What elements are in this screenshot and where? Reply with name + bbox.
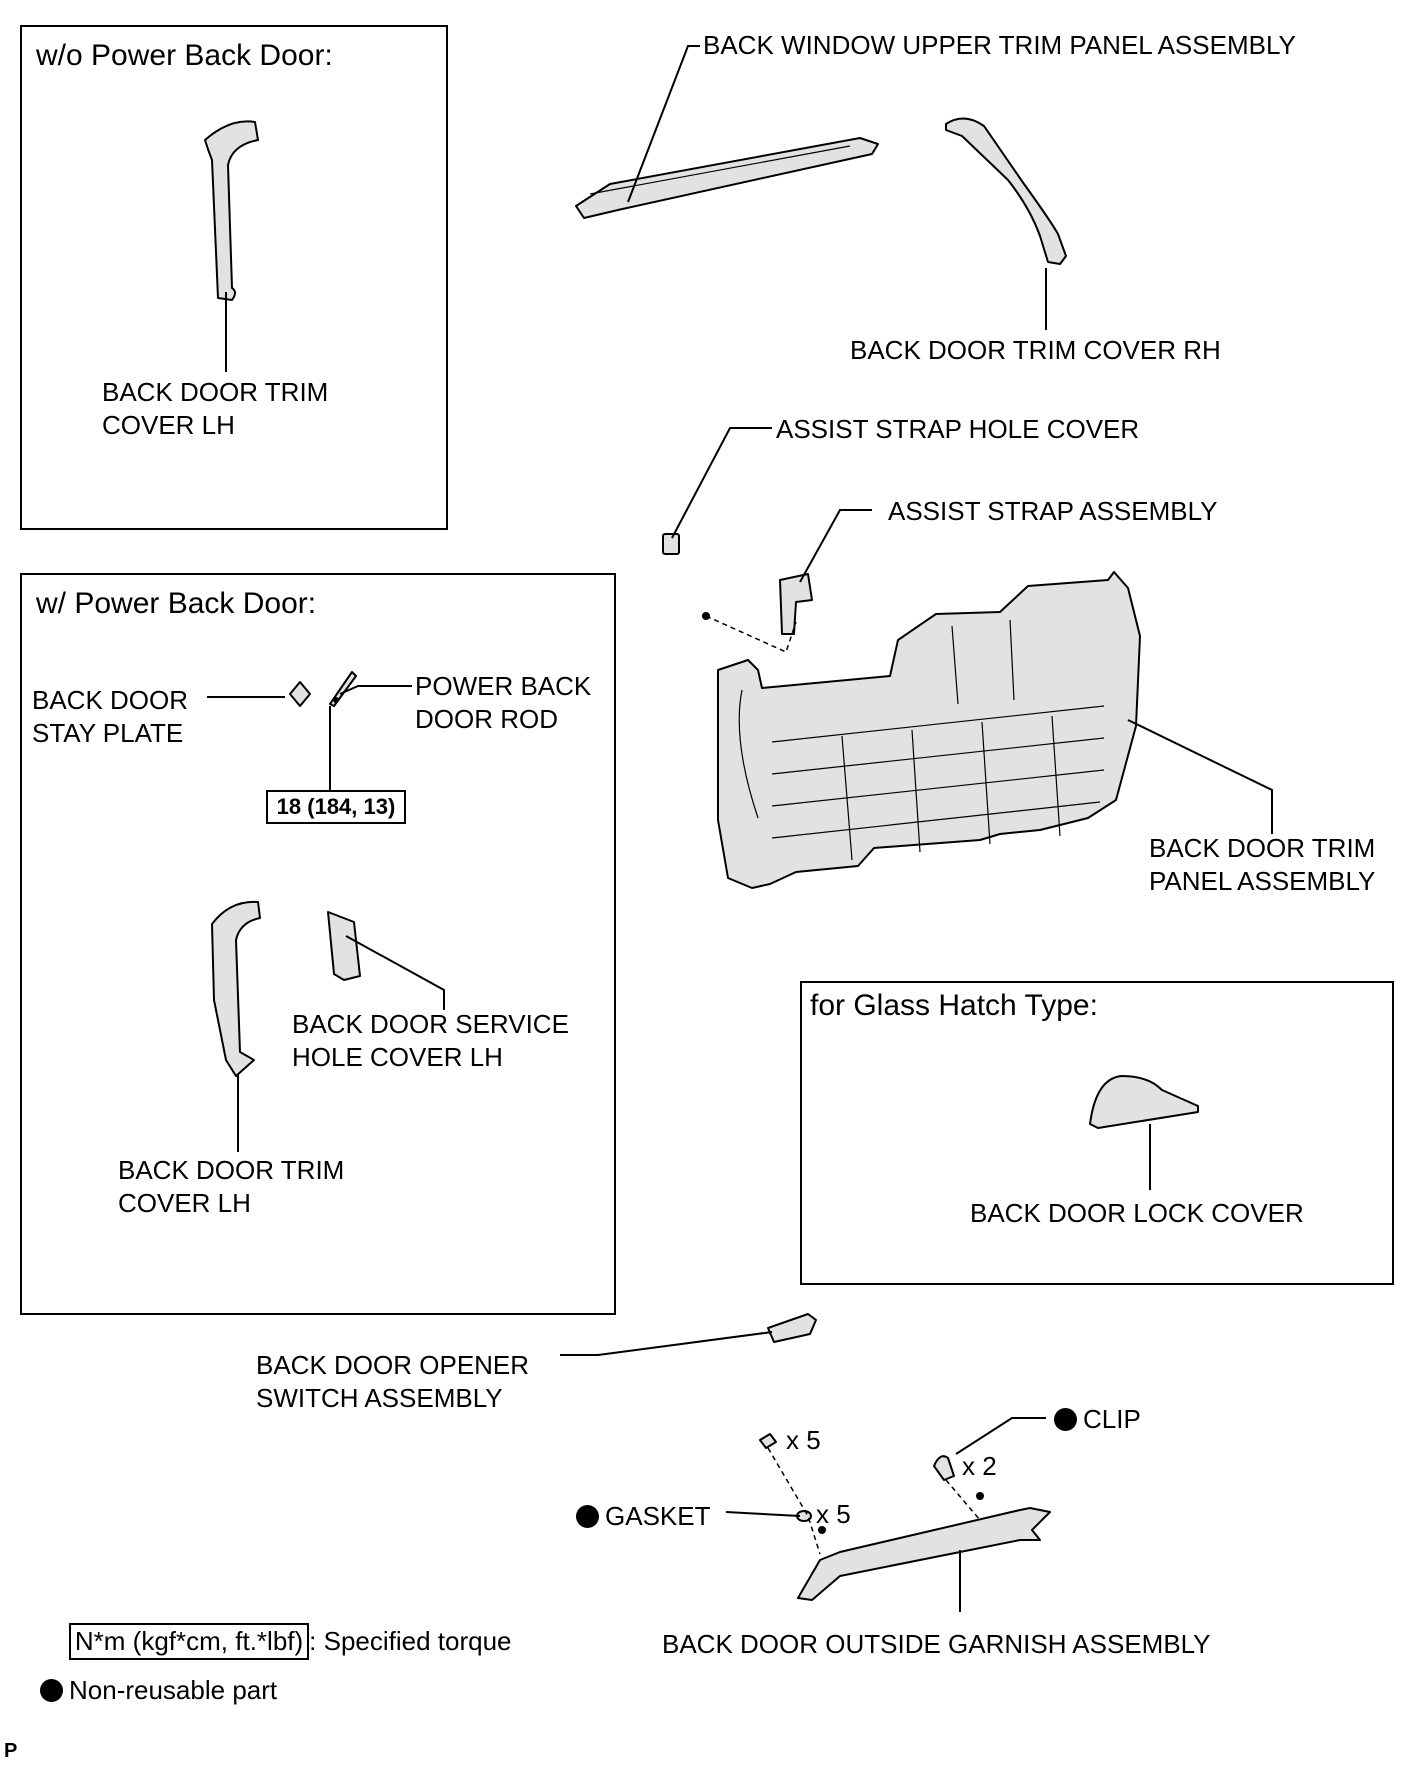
assist-strap-label: ASSIST STRAP ASSEMBLY: [888, 496, 1218, 526]
assist-strap-part: [779, 573, 813, 635]
clip-part: [933, 1455, 955, 1481]
wo-power-heading: w/o Power Back Door:: [36, 39, 333, 72]
clip-text: CLIP: [1083, 1404, 1141, 1434]
w-power-heading: w/ Power Back Door:: [36, 587, 317, 620]
torque-legend: N*m (kgf*cm, ft.*lbf): Specified torque: [40, 1590, 512, 1693]
gasket-text: GASKET: [605, 1501, 711, 1531]
gasket-qty: x 5: [816, 1499, 851, 1529]
nonreusable-marker-icon: [576, 1505, 599, 1528]
nonreusable-legend-text: Non-reusable part: [69, 1675, 278, 1705]
garnish-label: BACK DOOR OUTSIDE GARNISH ASSEMBLY: [662, 1629, 1211, 1659]
upper-trim-panel-part: [575, 137, 879, 219]
assist-hole-cover-label: ASSIST STRAP HOLE COVER: [776, 414, 1140, 444]
assist-strap-hole-cover-part: [662, 533, 680, 555]
torque-legend-text: : Specified torque: [309, 1626, 512, 1656]
garnish-part: [797, 1507, 1051, 1601]
torque-value: 18 (184, 13): [266, 790, 406, 824]
glass-hatch-heading: for Glass Hatch Type:: [810, 989, 1098, 1022]
nut-part: [759, 1433, 777, 1449]
nut-qty: x 5: [786, 1425, 821, 1455]
wo-power-back-door-box: [20, 25, 448, 530]
trim-cover-lh-part: [204, 120, 259, 301]
nonreusable-legend: Non-reusable part: [40, 1674, 277, 1707]
lock-cover-part: [1089, 1075, 1199, 1129]
upper-trim-label: BACK WINDOW UPPER TRIM PANEL ASSEMBLY: [703, 30, 1296, 60]
trim-cover-lh-w-part: [211, 900, 261, 1077]
w-power-back-door-box: [20, 573, 616, 1315]
trim-cover-rh-label: BACK DOOR TRIM COVER RH: [850, 335, 1221, 365]
rod-label: POWER BACK DOOR ROD: [415, 671, 592, 734]
clip-qty: x 2: [962, 1451, 997, 1481]
glass-hatch-box: [800, 981, 1394, 1285]
service-cover-label: BACK DOOR SERVICE HOLE COVER LH: [292, 1009, 569, 1072]
stay-plate-part: [289, 681, 311, 707]
gasket-label: GASKET: [576, 1500, 710, 1533]
clip-label: CLIP: [1054, 1403, 1141, 1436]
trim-cover-lh-label: BACK DOOR TRIM COVER LH: [102, 377, 329, 440]
service-hole-cover-part: [327, 911, 361, 981]
lock-cover-label: BACK DOOR LOCK COVER: [970, 1198, 1304, 1228]
trim-cover-rh-part: [945, 117, 1067, 265]
nonreusable-marker-icon: [40, 1679, 63, 1702]
torque-unit-box: N*m (kgf*cm, ft.*lbf): [68, 1623, 310, 1660]
opener-switch-label: BACK DOOR OPENER SWITCH ASSEMBLY: [256, 1350, 530, 1413]
trim-cover-lh-w-label: BACK DOOR TRIM COVER LH: [118, 1155, 345, 1218]
trim-panel-label: BACK DOOR TRIM PANEL ASSEMBLY: [1149, 833, 1376, 896]
stay-plate-label: BACK DOOR STAY PLATE: [32, 685, 189, 748]
nonreusable-marker-icon: [1054, 1408, 1077, 1431]
opener-switch-part: [767, 1313, 817, 1343]
corner-mark: P: [4, 1740, 18, 1762]
